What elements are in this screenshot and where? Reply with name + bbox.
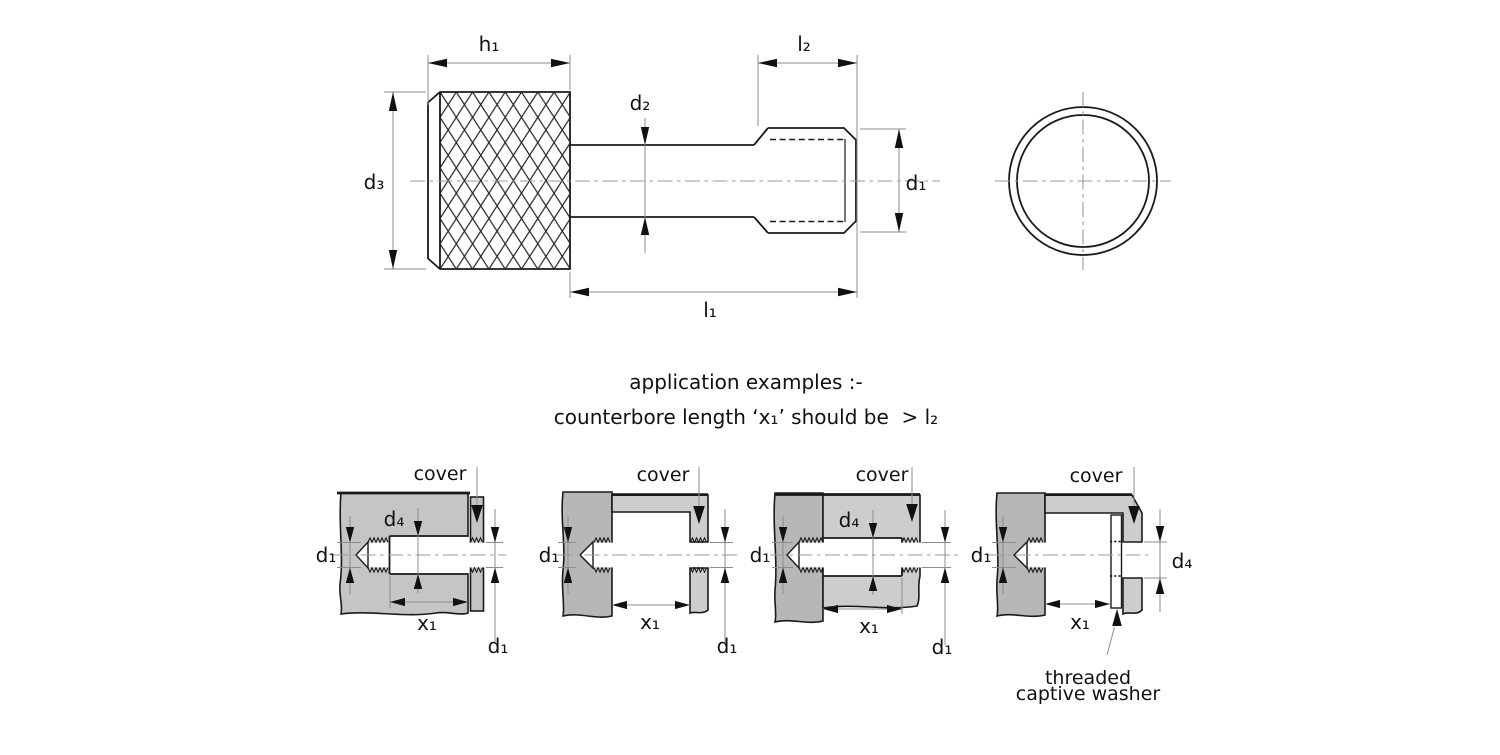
dim-label-x1: x₁ xyxy=(417,611,437,635)
end-view xyxy=(995,92,1171,270)
dim-label-d1: d₁ xyxy=(906,171,927,195)
cover-leader-arrow xyxy=(471,505,483,523)
note-line-2: counterbore length ‘x₁’ should be > l₂ xyxy=(554,405,938,429)
application-example-1: cover d₁ d₄ x₁ d₁ xyxy=(316,463,509,658)
dim-label-x1: x₁ xyxy=(640,610,660,634)
dimension-arrows xyxy=(998,526,1165,609)
dim-label-l1: l₁ xyxy=(703,298,717,322)
dim-label-d1-right: d₁ xyxy=(488,634,509,658)
dim-label-d1-left: d₁ xyxy=(539,543,560,567)
end-view-centerlines xyxy=(995,92,1171,270)
dimension-arrows xyxy=(563,527,730,610)
note-line-1: application examples :- xyxy=(629,370,863,394)
dimension-arrows xyxy=(388,58,904,297)
application-example-4: cover d₁ x₁ d₄ threaded captive washer xyxy=(971,465,1193,705)
dim-label-h1: h₁ xyxy=(479,32,500,56)
dimension-arrows xyxy=(778,523,950,614)
washer-leader-arrow xyxy=(1112,609,1122,626)
shank xyxy=(570,127,769,234)
application-example-3: cover d₁ d₄ x₁ d₁ xyxy=(750,464,958,659)
cover-leader-arrow xyxy=(906,504,918,522)
application-example-2: cover d₁ x₁ d₁ xyxy=(539,464,741,658)
cover-label: cover xyxy=(1070,465,1123,487)
washer-leader xyxy=(1106,626,1115,656)
dimension-arrows xyxy=(345,521,500,607)
dim-label-d1-right: d₁ xyxy=(717,634,738,658)
application-notes: application examples :- counterbore leng… xyxy=(554,370,938,429)
cover-label: cover xyxy=(856,464,909,486)
thread-minor-dia-dashes xyxy=(770,138,845,223)
cover-leader-arrow xyxy=(1128,506,1140,524)
dim-label-d2: d₂ xyxy=(630,91,651,115)
washer-caption-line-2: captive washer xyxy=(1016,683,1161,705)
cover-lower xyxy=(1122,577,1143,616)
dim-label-d4: d₄ xyxy=(384,507,405,531)
cover-label: cover xyxy=(414,463,467,485)
dim-label-x1: x₁ xyxy=(1070,610,1090,634)
dim-label-d1-left: d₁ xyxy=(750,543,771,567)
cover-leader-arrow xyxy=(693,506,705,524)
dim-label-d4-right: d₄ xyxy=(1172,549,1193,573)
dim-label-d1-left: d₁ xyxy=(316,543,337,567)
dim-label-d4: d₄ xyxy=(839,508,860,532)
cover-label: cover xyxy=(637,464,690,486)
dim-label-d3: d₃ xyxy=(364,170,385,194)
main-side-view: h₁ l₂ d₂ d₃ d₁ l₁ xyxy=(364,32,940,322)
dim-label-d1-right: d₁ xyxy=(932,635,953,659)
washer-thread-dots xyxy=(1110,540,1123,577)
extension-lines xyxy=(384,55,906,298)
threaded-captive-washer xyxy=(1110,514,1123,609)
dim-label-l2: l₂ xyxy=(797,32,811,56)
dim-label-x1: x₁ xyxy=(859,614,879,638)
counterbore-outline xyxy=(823,537,903,577)
cover-lower xyxy=(689,567,709,615)
dim-label-d1-left: d₁ xyxy=(971,543,992,567)
washer-caption-line-1: threaded xyxy=(1045,667,1131,689)
dimension-lines xyxy=(392,62,900,293)
